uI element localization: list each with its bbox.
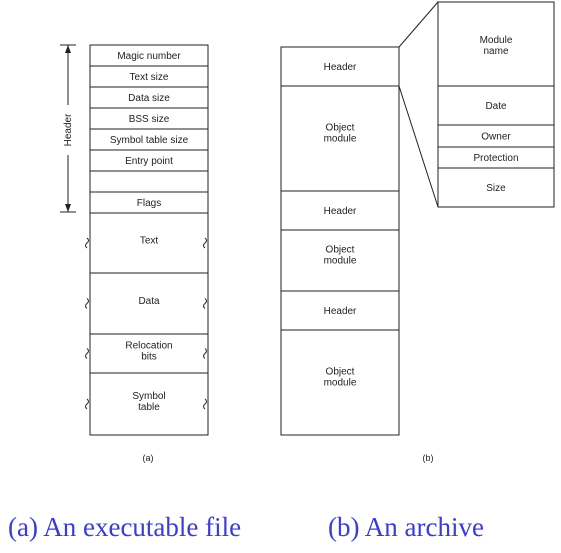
header-field-label: Size (486, 183, 506, 194)
header-bracket-label: Header (63, 113, 74, 146)
archive-cell-box (280, 229, 400, 292)
executable-row-label: Text size (130, 72, 169, 83)
header-field-owner: Owner (437, 124, 555, 148)
archive-cell-header: Header (280, 46, 400, 87)
archive-cell-box (280, 290, 400, 331)
executable-row-data-size: Data size (89, 86, 209, 109)
executable-row-label: BSS size (129, 114, 170, 125)
zoom-line-bottom (398, 85, 439, 208)
break-mark (203, 398, 207, 410)
break-mark (85, 398, 89, 410)
header-field-label: Date (485, 101, 507, 112)
break-mark (203, 237, 207, 249)
header-field-protection: Protection (437, 146, 555, 169)
executable-row-label: Entry point (125, 156, 173, 167)
executable-row-magic-number: Magic number (89, 44, 209, 67)
executable-row-symbol-table-size: Symbol table size (89, 128, 209, 151)
caption-part-a: (a) An executable file (8, 512, 241, 542)
executable-row-text: Text (85, 212, 209, 274)
header-field-size: Size (437, 167, 555, 208)
archive-cell-header: Header (280, 290, 400, 331)
figure-a-sublabel: (a) (143, 453, 154, 463)
executable-cell (89, 333, 209, 374)
padding-hatched-cell (89, 170, 209, 193)
archive-cell-box (280, 85, 400, 192)
executable-cell (89, 372, 209, 436)
header-field-date: Date (437, 85, 555, 126)
figure-b-sublabel: (b) (423, 453, 434, 463)
executable-row-entry-point: Entry point (89, 149, 209, 172)
executable-row-label: Data (138, 296, 160, 307)
executable-cell (89, 212, 209, 274)
archive-cell-label: Header (324, 62, 357, 73)
executable-row-label: Symbol table size (110, 135, 189, 146)
break-mark (85, 298, 89, 309)
header-field-box (437, 85, 555, 126)
header-field-label: Owner (481, 132, 511, 143)
break-mark (85, 237, 89, 249)
executable-row-label: Text (140, 236, 159, 247)
break-mark (85, 348, 89, 359)
executable-row-padding (89, 170, 209, 193)
break-mark (203, 348, 207, 359)
archive-cell-box (280, 46, 400, 87)
archive-cell-box (280, 329, 400, 436)
header-field-box (437, 167, 555, 208)
archive-cell-label: Header (324, 206, 357, 217)
header-bracket: Header (60, 44, 76, 213)
executable-row-label: Magic number (117, 51, 181, 62)
executable-row-data: Data (85, 272, 209, 335)
break-mark (203, 298, 207, 309)
executable-row-label: Data size (128, 93, 170, 104)
archive-cell-header: Header (280, 190, 400, 231)
executable-row-label: Flags (137, 198, 161, 209)
archive-cell-label: Header (324, 306, 357, 317)
executable-row-bss-size: BSS size (89, 107, 209, 130)
header-field-box (437, 1, 555, 87)
executable-row-flags: Flags (89, 191, 209, 214)
caption-part-b: (b) An archive (328, 512, 484, 542)
zoom-line-top (398, 1, 439, 48)
archive-cell-box (280, 190, 400, 231)
header-field-label: Protection (473, 153, 518, 164)
executable-row-text-size: Text size (89, 65, 209, 88)
